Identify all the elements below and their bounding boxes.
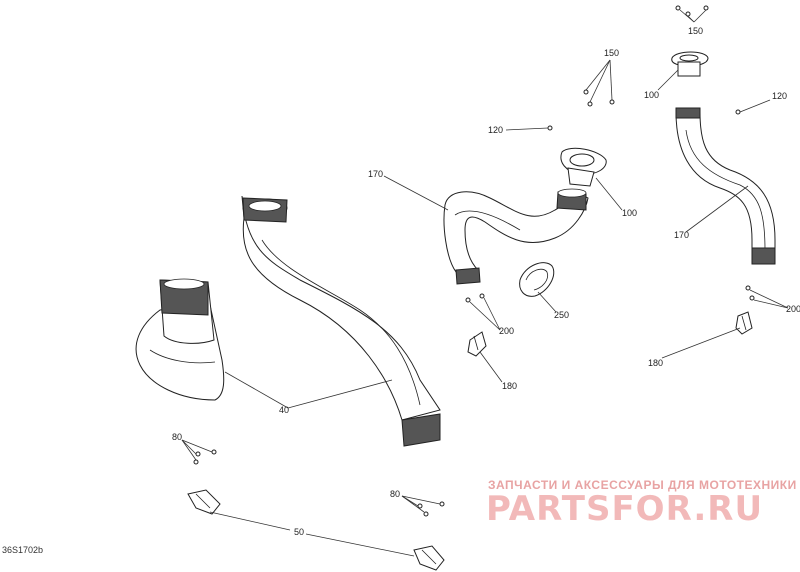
watermark-tagline: ЗАПЧАСТИ И АКСЕССУАРЫ ДЛЯ МОТОТЕХНИКИ bbox=[488, 478, 797, 492]
label-100-cap: 100 bbox=[644, 90, 659, 100]
label-170-right: 170 bbox=[674, 230, 689, 240]
cap-100-right bbox=[671, 51, 709, 77]
bracket-50-bottom bbox=[413, 545, 445, 571]
label-200-center: 200 bbox=[499, 326, 514, 336]
housing-100-center bbox=[560, 147, 607, 187]
label-250: 250 bbox=[554, 310, 569, 320]
label-80-bottom: 80 bbox=[390, 489, 400, 499]
watermark-brand: PARTSFOR.RU bbox=[486, 489, 763, 529]
label-200-right: 200 bbox=[786, 304, 800, 314]
label-50: 50 bbox=[294, 527, 304, 537]
label-180-center: 180 bbox=[502, 381, 517, 391]
leader-lines bbox=[181, 9, 789, 557]
bracket-180-right bbox=[735, 311, 753, 335]
label-150-center: 150 bbox=[604, 48, 619, 58]
label-170-center: 170 bbox=[368, 169, 383, 179]
watermark: ЗАПЧАСТИ И АКСЕССУАРЫ ДЛЯ МОТОТЕХНИКИ PA… bbox=[486, 478, 797, 529]
callout-labels: 150 150 100 120 120 170 100 170 250 200 … bbox=[172, 26, 800, 537]
gasket-250 bbox=[519, 262, 555, 297]
label-120-right: 120 bbox=[772, 91, 787, 101]
hose-170-center bbox=[443, 188, 589, 285]
bracket-50-left bbox=[187, 489, 221, 515]
label-120-center: 120 bbox=[488, 125, 503, 135]
label-80-left: 80 bbox=[172, 432, 182, 442]
label-40: 40 bbox=[279, 405, 289, 415]
diagram-code: 36S1702b bbox=[2, 545, 43, 555]
label-100-housing: 100 bbox=[622, 208, 637, 218]
label-150-top: 150 bbox=[688, 26, 703, 36]
fasteners bbox=[193, 5, 755, 517]
hose-40 bbox=[135, 195, 441, 447]
hose-170-right bbox=[675, 107, 776, 265]
bracket-180-center bbox=[467, 331, 487, 357]
label-180-right: 180 bbox=[648, 358, 663, 368]
